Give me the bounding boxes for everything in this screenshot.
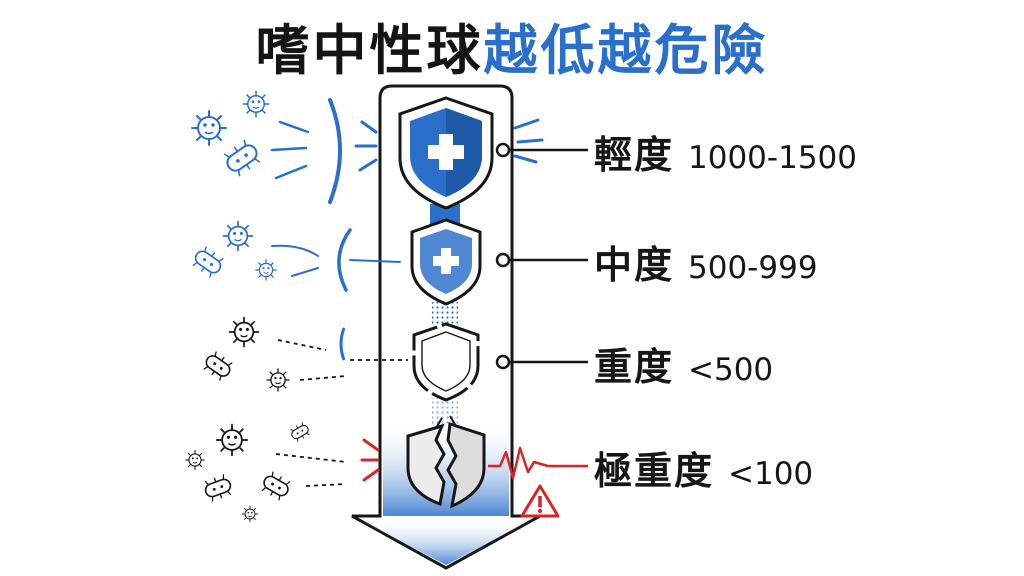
level-severe: 重度 <500 <box>594 336 773 391</box>
level-range: <100 <box>728 456 814 492</box>
warning-icon <box>520 484 560 518</box>
connector-dotted <box>432 302 458 324</box>
germ-icon <box>258 469 294 503</box>
level-name: 輕度 <box>594 133 675 177</box>
germ-icon <box>228 316 260 348</box>
impact-lines <box>354 118 544 172</box>
germ-icon <box>242 90 270 118</box>
heartbeat-icon <box>488 446 588 480</box>
germ-icon <box>222 220 254 252</box>
germ-group-2 <box>189 220 401 292</box>
impact-lines-red <box>360 438 380 482</box>
germ-icon <box>200 349 236 383</box>
germ-icon <box>255 259 277 281</box>
germ-group-1 <box>191 90 342 204</box>
level-very-severe: 極重度 <100 <box>594 440 813 495</box>
germ-group-4 <box>185 420 347 523</box>
germ-icon <box>215 423 249 457</box>
shield-cracked-icon <box>412 322 480 402</box>
level-range: 500-999 <box>688 250 818 286</box>
level-range: 1000-1500 <box>688 140 857 176</box>
level-name: 重度 <box>594 345 675 389</box>
germ-icon <box>189 244 227 280</box>
level-range: <500 <box>688 352 774 388</box>
shield-plus-icon <box>410 218 482 306</box>
germ-group-3 <box>200 316 408 392</box>
shield-broken-icon <box>406 415 486 509</box>
page-title: 嗜中性球越低越危險 <box>0 6 1024 85</box>
title-part-blue: 越低越危險 <box>483 19 769 82</box>
germ-icon <box>191 110 227 146</box>
germ-icon <box>241 505 259 523</box>
germ-icon <box>220 137 264 179</box>
level-mild: 輕度 1000-1500 <box>594 124 857 179</box>
level-name: 極重度 <box>594 449 715 493</box>
title-part-black: 嗜中性球 <box>255 19 484 82</box>
connector-faded <box>432 398 458 424</box>
label-connectors <box>495 142 588 370</box>
germ-icon <box>201 473 235 503</box>
germ-icon <box>288 420 312 444</box>
germ-icon <box>185 450 205 470</box>
shield-plus-icon <box>398 96 494 210</box>
level-name: 中度 <box>594 243 675 287</box>
level-moderate: 中度 500-999 <box>594 234 818 289</box>
germ-icon <box>266 368 290 392</box>
